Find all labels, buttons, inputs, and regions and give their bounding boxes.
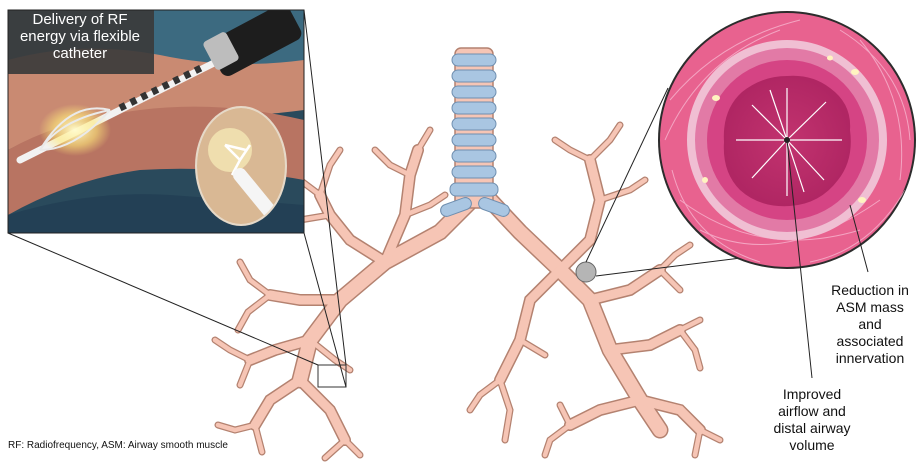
asm-reduction-label: Reduction in ASM mass and associated inn… (829, 282, 911, 367)
trachea (439, 48, 511, 218)
catheter-label: Delivery of RF energy via flexible cathe… (10, 11, 150, 62)
airflow-label: Improved airflow and distal airway volum… (765, 386, 859, 454)
abbreviation-footnote: RF: Radiofrequency, ASM: Airway smooth m… (8, 440, 228, 451)
treated-airway-spot (576, 262, 596, 282)
